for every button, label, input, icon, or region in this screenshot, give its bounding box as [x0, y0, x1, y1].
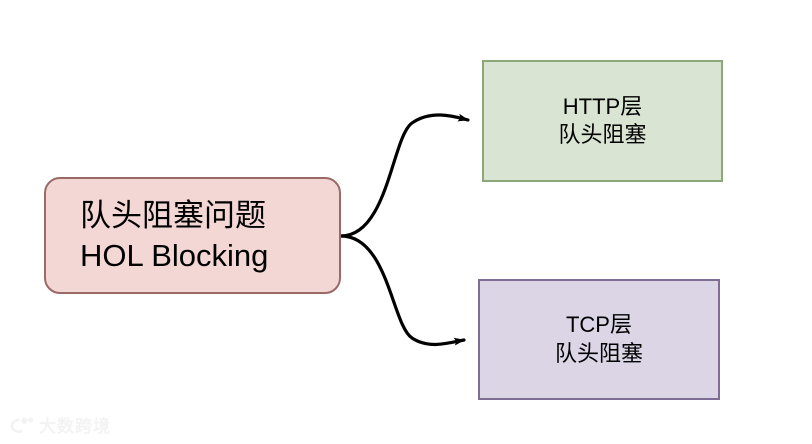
watermark-text: 大数跨境: [39, 417, 111, 437]
watermark: 大数跨境: [8, 412, 111, 437]
node-hol-blocking-line-1: 队头阻塞问题: [80, 197, 266, 233]
edge-root-to-http: [339, 113, 470, 238]
node-tcp-layer[interactable]: TCP层 队头阻塞: [478, 279, 720, 400]
node-tcp-layer-line-2: 队头阻塞: [554, 340, 643, 366]
logo-icon: [10, 416, 33, 433]
node-http-layer-line-1: HTTP层: [562, 93, 643, 119]
node-http-layer[interactable]: HTTP层 队头阻塞: [482, 60, 723, 182]
node-hol-blocking[interactable]: 队头阻塞问题 HOL Blocking: [44, 177, 341, 294]
node-hol-blocking-line-2: HOL Blocking: [80, 237, 269, 273]
node-http-layer-line-2: 队头阻塞: [558, 122, 647, 147]
node-tcp-layer-line-1: TCP层: [565, 312, 632, 338]
edge-root-to-tcp: [339, 234, 466, 347]
